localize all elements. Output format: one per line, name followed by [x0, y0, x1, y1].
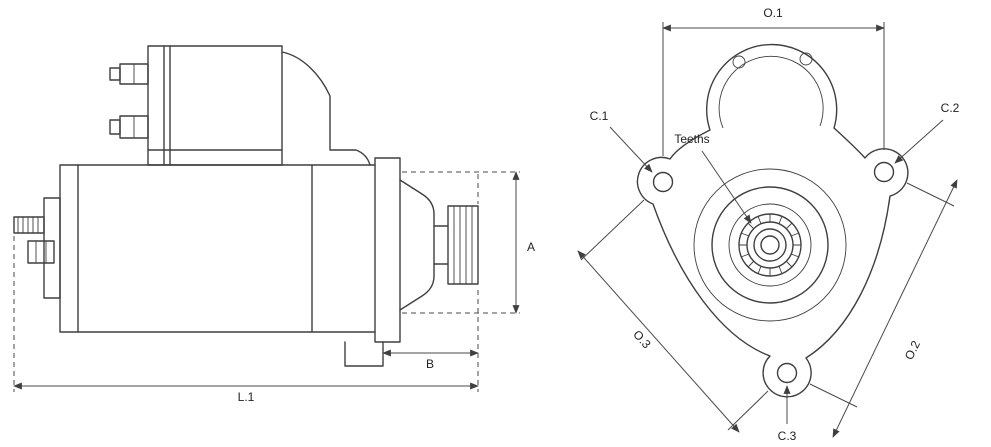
callout-c1: C.1: [590, 109, 653, 173]
bolt-hole-bottom: [776, 362, 798, 384]
callout-c3: C.3: [778, 385, 797, 443]
callout-c2-label: C.2: [941, 101, 960, 115]
pinion-teeth-lines: [453, 206, 473, 284]
end-bracket: [43, 197, 61, 299]
bolt-hole-left: [652, 171, 674, 193]
solenoid-screw-hole-left: [732, 55, 746, 69]
callout-teeths-label: Teeths: [674, 132, 709, 146]
gear-housing-face: [693, 168, 847, 322]
nose-cone: [399, 179, 435, 311]
motor-body: [13, 164, 313, 333]
front-view-drawing: O.1 C.1 C.2 Teeths C.3 O.3: [577, 6, 960, 443]
shaft: [433, 225, 449, 265]
dimension-o3: O.3: [577, 199, 769, 433]
dimension-l1: L.1: [13, 236, 479, 404]
mounting-foot: [344, 341, 384, 367]
dimension-o1-label: O.1: [763, 6, 783, 20]
dimension-o2: O.2: [809, 179, 958, 438]
dimension-a-label: A: [527, 240, 535, 254]
drive-housing: [311, 157, 449, 367]
rear-housing: [281, 51, 371, 166]
stud-nut: [27, 240, 55, 264]
dimension-o3-label: O.3: [630, 327, 654, 351]
callout-c1-label: C.1: [590, 109, 609, 123]
callout-c2: C.2: [894, 101, 960, 164]
pinion-gear: [447, 205, 479, 285]
side-view-drawing: A B L.1: [13, 45, 535, 404]
dimension-o2-label: O.2: [902, 338, 923, 362]
dimension-b: B: [382, 174, 479, 392]
solenoid-screw-hole-right: [799, 52, 813, 66]
bolt-holes: [652, 161, 895, 384]
callout-teeths: Teeths: [674, 132, 752, 224]
dimension-o1: O.1: [662, 6, 885, 156]
gear-teeth: [739, 214, 801, 276]
bolt-hole-right: [873, 161, 895, 183]
dimension-l1-label: L.1: [238, 390, 255, 404]
terminal-stud: [13, 216, 45, 234]
callout-c3-label: C.3: [778, 429, 797, 443]
dimension-b-label: B: [426, 357, 434, 371]
flange-outline: [636, 43, 909, 398]
solenoid-bore-arc: [718, 55, 824, 129]
dimension-a: A: [402, 171, 535, 314]
solenoid: [109, 45, 371, 166]
